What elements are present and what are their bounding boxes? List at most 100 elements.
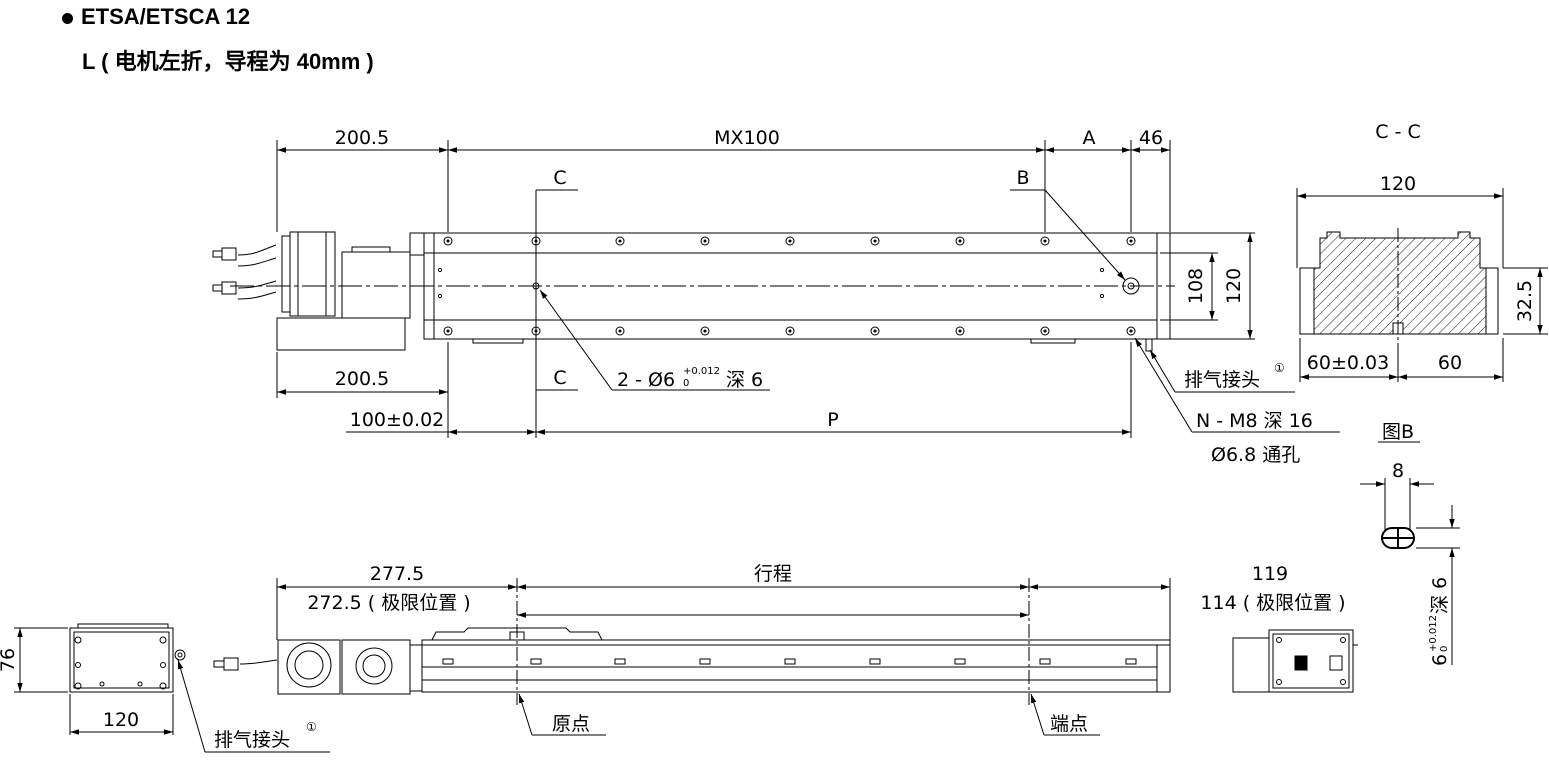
top-view-lower-labels: 108 120 200.5 100±0.02 P 2 - Ø6 +0.012 0… xyxy=(335,268,1313,466)
dim-120-height: 120 xyxy=(1223,268,1245,304)
side-view-marks xyxy=(442,658,1137,665)
side-slot xyxy=(699,658,711,665)
mounting-holes xyxy=(443,236,1136,336)
mounting-hole xyxy=(443,326,453,336)
detail-b: 图B 8 6 +0.012 0 深 6 xyxy=(1360,421,1460,666)
dim-46: 46 xyxy=(1139,127,1163,149)
side-view xyxy=(213,578,1171,736)
dim-114-limit: 114 ( 极限位置 ) xyxy=(1200,592,1345,614)
thread-spec: N - M8 深 16 xyxy=(1196,410,1313,432)
vent-joint-label-side: 排气接头 xyxy=(214,729,290,751)
dim-stroke: 行程 xyxy=(754,563,792,585)
section-markers xyxy=(276,189,1340,438)
vent-mark-side: ① xyxy=(306,720,317,734)
mounting-hole xyxy=(870,326,880,336)
side-slot xyxy=(784,658,796,665)
detail-b-tol-lower: 0 xyxy=(1439,646,1450,652)
thru-hole-spec: Ø6.8 通孔 xyxy=(1211,444,1300,466)
dim-272-5-limit: 272.5 ( 极限位置 ) xyxy=(307,592,470,614)
mounting-hole-center xyxy=(703,239,707,243)
origin-label: 原点 xyxy=(552,713,590,735)
mounting-hole-center xyxy=(873,329,877,333)
mounting-hole xyxy=(700,326,710,336)
mounting-hole-center xyxy=(446,329,450,333)
section-c-bottom-label: C xyxy=(553,367,566,389)
detail-b-dim-6: 6 xyxy=(1429,654,1451,666)
mounting-hole xyxy=(700,236,710,246)
mounting-hole-center xyxy=(1129,239,1133,243)
top-view xyxy=(212,140,1175,352)
mounting-hole xyxy=(785,236,795,246)
left-end-view xyxy=(14,623,330,753)
mounting-hole-center xyxy=(873,239,877,243)
detail-b-dim-8: 8 xyxy=(1392,460,1404,482)
end-point-label: 端点 xyxy=(1050,713,1088,735)
mounting-hole xyxy=(955,236,965,246)
section-c-top-label: C xyxy=(553,167,566,189)
dim-100-tol: 100±0.02 xyxy=(350,409,445,431)
dim-119: 119 xyxy=(1252,563,1288,585)
bullet-icon xyxy=(62,12,73,24)
mounting-hole xyxy=(1126,236,1136,246)
mounting-hole xyxy=(443,236,453,246)
mounting-hole-center xyxy=(1129,329,1133,333)
dim-200-5-bottom: 200.5 xyxy=(335,368,389,390)
view-b-label: B xyxy=(1016,167,1029,189)
side-slot xyxy=(1039,658,1051,665)
mounting-hole-center xyxy=(1043,239,1047,243)
section-cc-60-tol: 60±0.03 xyxy=(1307,352,1389,374)
mounting-hole-center xyxy=(958,329,962,333)
mounting-hole-center xyxy=(446,239,450,243)
section-cc-height: 32.5 xyxy=(1514,280,1536,322)
mounting-hole-center xyxy=(958,239,962,243)
side-slot xyxy=(869,658,881,665)
side-slot xyxy=(1125,658,1137,665)
section-cc-width: 120 xyxy=(1380,173,1416,195)
drawing-subtitle: L ( 电机左折，导程为 40mm ) xyxy=(82,49,374,74)
mounting-hole xyxy=(785,326,795,336)
mounting-hole-center xyxy=(618,239,622,243)
detail-b-title: 图B xyxy=(1382,421,1414,443)
mounting-hole xyxy=(1040,326,1050,336)
mounting-hole xyxy=(955,326,965,336)
detail-b-tol-upper: +0.012 xyxy=(1428,615,1439,652)
vent-joint-label: 排气接头 xyxy=(1184,369,1260,391)
mounting-hole-center xyxy=(703,329,707,333)
side-view-labels: 277.5 272.5 ( 极限位置 ) 行程 119 114 ( 极限位置 )… xyxy=(307,563,1345,735)
pin-hole-depth: 深 6 xyxy=(726,369,763,391)
mounting-hole-center xyxy=(788,329,792,333)
mounting-hole xyxy=(615,236,625,246)
drawing-title: ETSA/ETSCA 12 xyxy=(62,4,250,30)
mounting-hole xyxy=(1040,236,1050,246)
section-cc: C - C 120 32.5 60±0.03 60 xyxy=(1296,121,1548,382)
side-slot xyxy=(614,658,626,665)
pin-hole-tol-upper: +0.012 xyxy=(683,366,720,377)
right-end-view xyxy=(1232,629,1358,693)
mounting-hole-center xyxy=(788,239,792,243)
section-cc-60: 60 xyxy=(1438,352,1462,374)
dim-mx100: MX100 xyxy=(714,127,780,149)
pin-hole-tol-lower: 0 xyxy=(683,378,689,389)
side-slot xyxy=(442,658,454,665)
section-cc-title: C - C xyxy=(1375,121,1420,143)
dim-200-5-top: 200.5 xyxy=(335,127,389,149)
mounting-hole xyxy=(870,236,880,246)
dim-120-width: 120 xyxy=(103,709,139,731)
detail-b-depth: 深 6 xyxy=(1429,577,1451,614)
dim-76: 76 xyxy=(0,648,19,672)
top-view-labels: 200.5 MX100 A 46 C B C xyxy=(335,127,1163,389)
pin-hole-spec: 2 - Ø6 xyxy=(617,369,675,391)
mounting-hole-center xyxy=(1043,329,1047,333)
dim-108: 108 xyxy=(1185,268,1207,304)
mounting-hole xyxy=(1126,326,1136,336)
mounting-hole-center xyxy=(618,329,622,333)
left-end-view-labels: 76 120 排气接头 ① xyxy=(0,648,317,751)
dim-p: P xyxy=(827,409,838,431)
side-slot xyxy=(530,658,542,665)
vent-mark: ① xyxy=(1274,361,1285,375)
model-name: ETSA/ETSCA 12 xyxy=(81,4,251,29)
mounting-hole xyxy=(615,326,625,336)
dim-277-5: 277.5 xyxy=(370,563,424,585)
dim-a: A xyxy=(1083,127,1096,149)
